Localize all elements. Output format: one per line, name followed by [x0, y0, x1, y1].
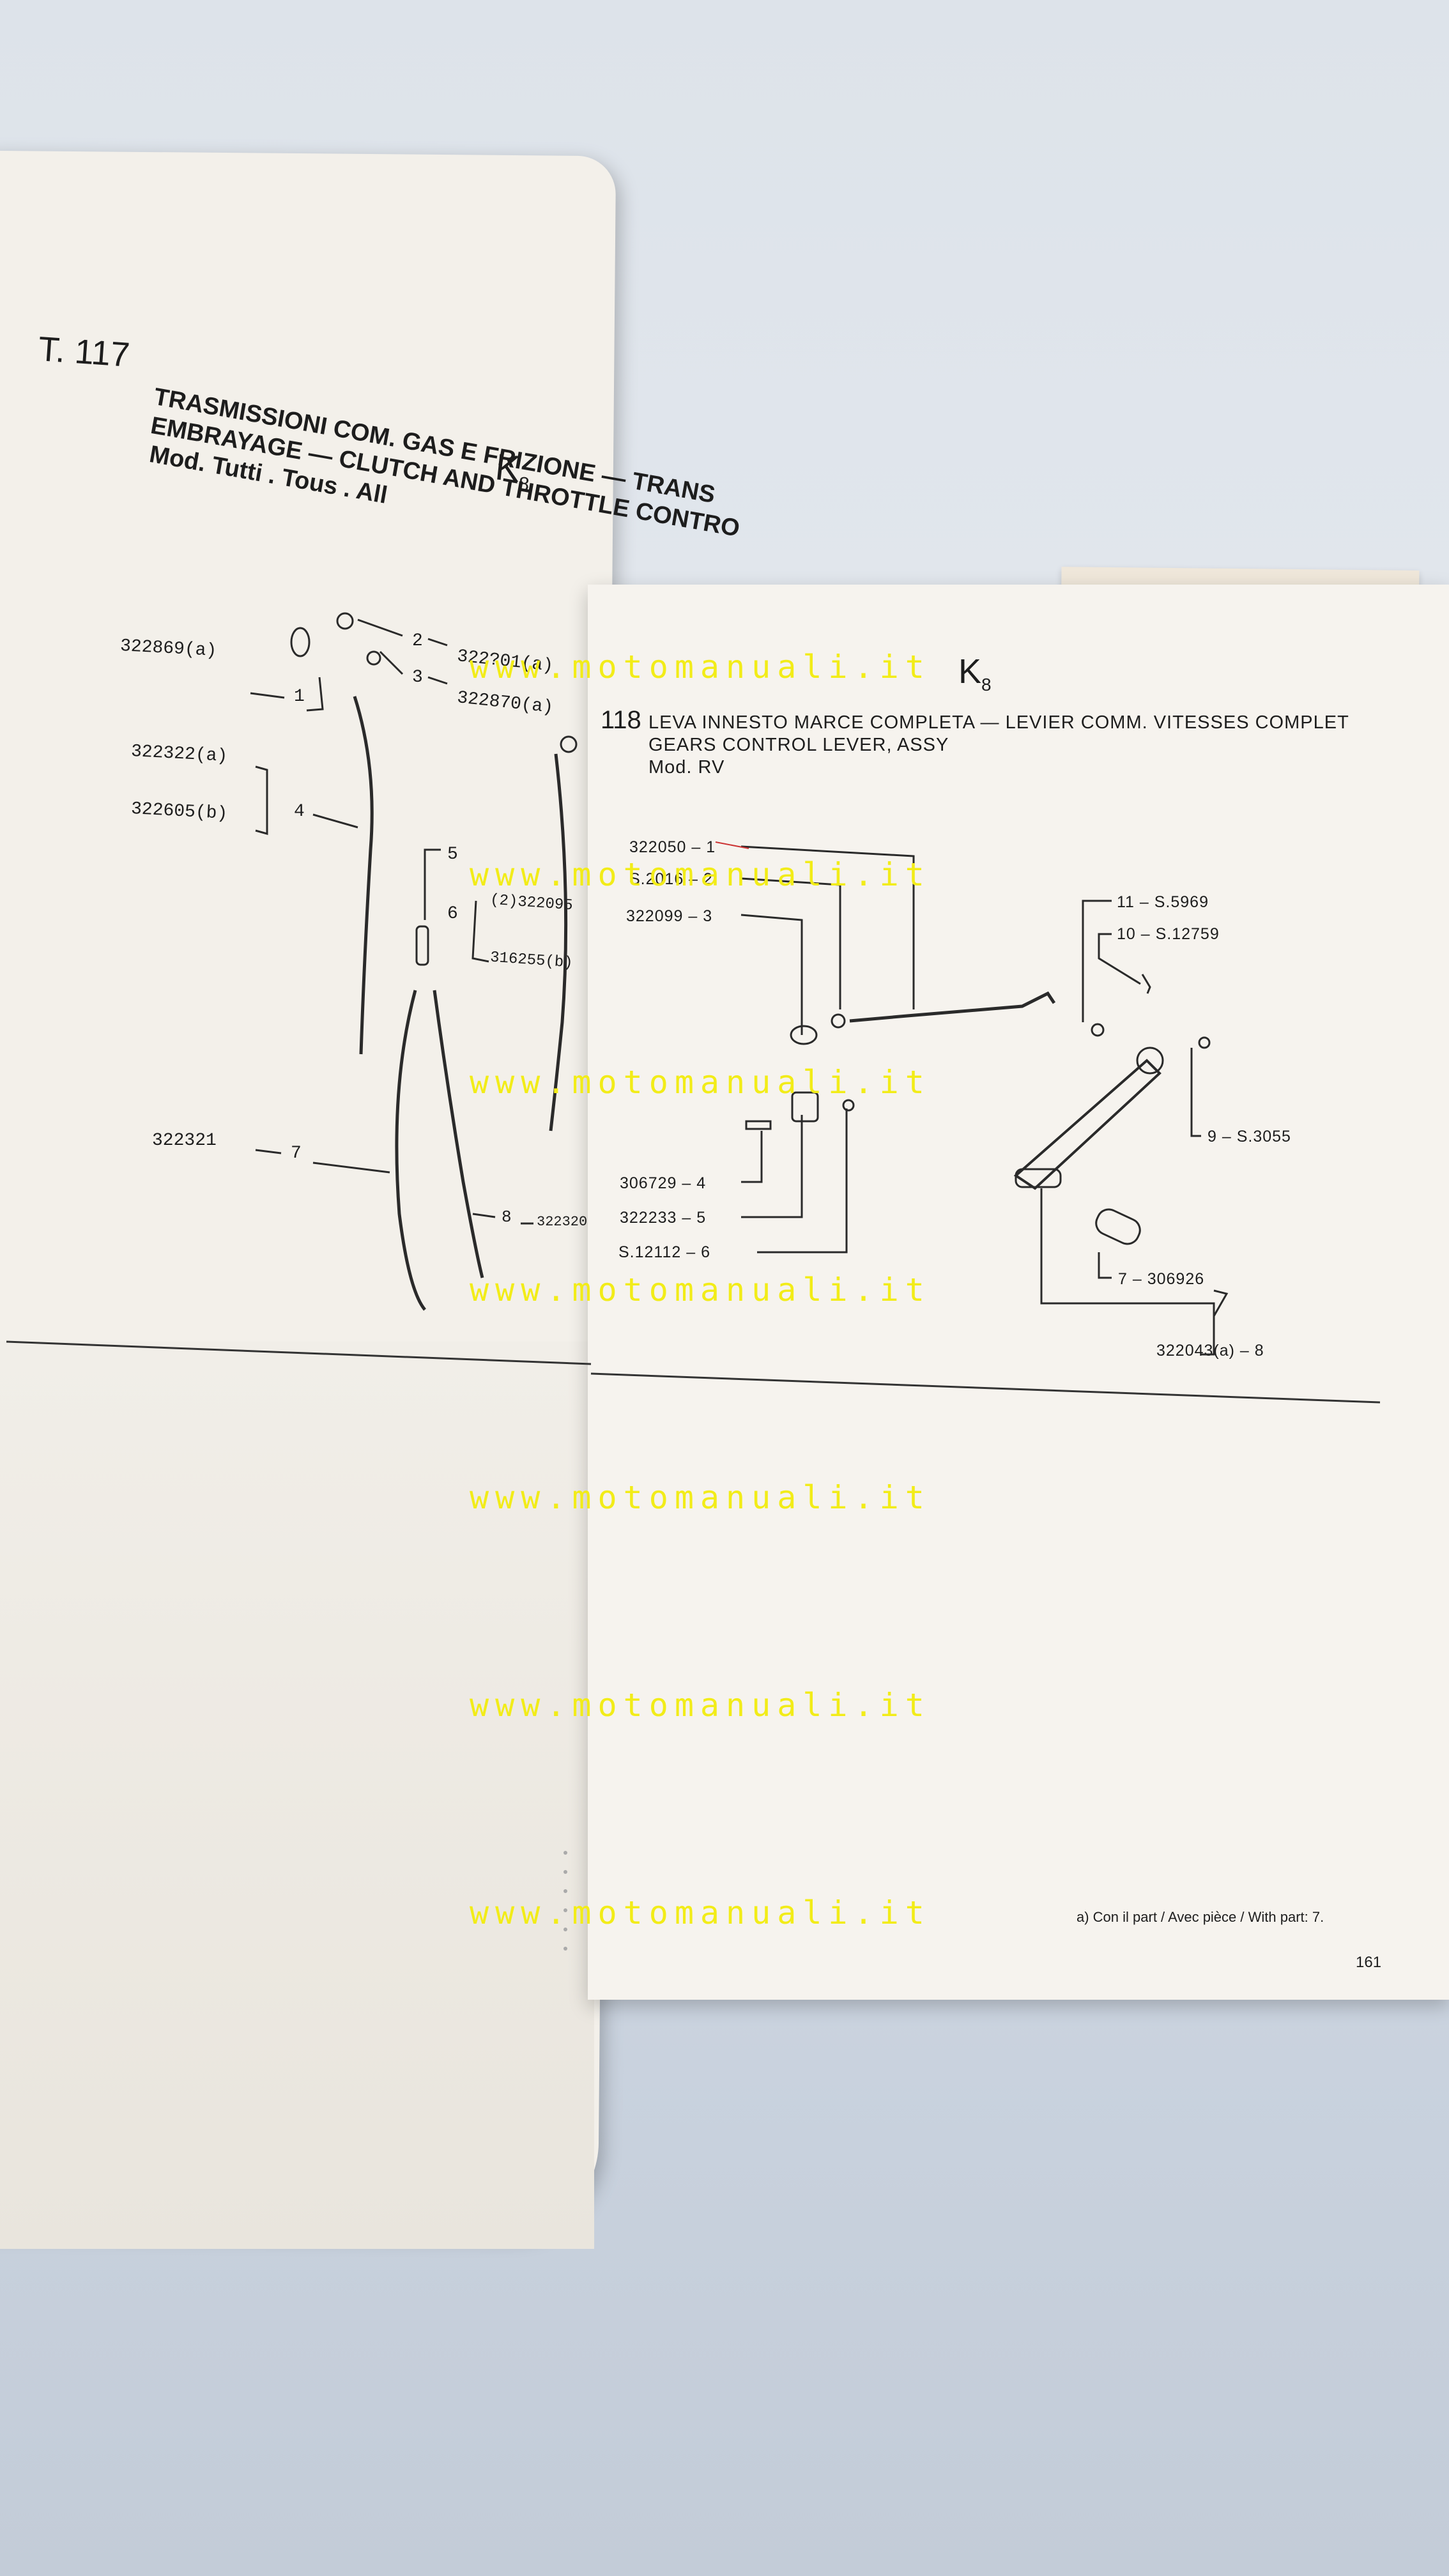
left-page-lower	[0, 1342, 594, 2249]
bracket-1	[306, 677, 324, 712]
leader-r10	[1098, 933, 1141, 985]
nut-2	[831, 1013, 846, 1029]
bracket-5	[791, 1091, 819, 1123]
leader-r4	[741, 1131, 763, 1183]
leader-r3	[740, 914, 803, 1035]
footnote: a) Con il part / Avec pièce / With part:…	[1077, 1909, 1324, 1925]
label-item-5: 5	[447, 845, 458, 864]
part-label-3: 322099 – 3	[626, 907, 713, 925]
watermark-1: www.motomanuali.it	[470, 648, 931, 686]
leader-r8	[1040, 1188, 1215, 1356]
adjuster-5	[415, 925, 429, 966]
label-item-7: 7	[291, 1144, 302, 1163]
part-label-8: 322043(a) – 8	[1156, 1342, 1264, 1360]
watermark-5: www.motomanuali.it	[470, 1479, 931, 1516]
right-table-number: 118	[601, 706, 641, 734]
cable-2	[549, 753, 568, 1131]
cable-1	[353, 696, 374, 1055]
part-label-2: S.2016 – 2	[629, 870, 713, 888]
bracket-4	[255, 765, 268, 835]
right-page	[588, 585, 1449, 2000]
pin-4	[745, 1120, 772, 1130]
bracket-r8	[1213, 1289, 1229, 1317]
page-number: 161	[1356, 1954, 1382, 1971]
label-item-2: 2	[412, 631, 423, 651]
watermark-3: www.motomanuali.it	[470, 1064, 931, 1101]
clip-10	[1141, 974, 1151, 994]
cable-end-1	[290, 627, 310, 657]
leader-3b	[427, 676, 448, 685]
leader-7a	[255, 1149, 282, 1154]
part-label-9: 9 – S.3055	[1208, 1128, 1291, 1146]
right-drawing	[715, 841, 1229, 1356]
bracket-6	[471, 900, 489, 963]
right-title-line2: GEARS CONTROL LEVER, ASSY	[648, 735, 949, 755]
cable-8	[433, 990, 484, 1278]
label-322321: 322321	[152, 1131, 217, 1151]
right-title-line1: LEVA INNESTO MARCE COMPLETA — LEVIER COM…	[648, 712, 1349, 733]
cable-7	[395, 990, 426, 1311]
washer-11	[1091, 1023, 1105, 1037]
leader-1	[250, 692, 285, 699]
label-item-6: 6	[447, 904, 458, 924]
shift-rod	[849, 991, 1056, 1023]
leader-2	[357, 618, 403, 637]
label-item-8: 8	[502, 1208, 512, 1227]
leader-2b	[427, 638, 448, 647]
rubber-7	[1095, 1208, 1141, 1245]
label-item-1: 1	[294, 687, 305, 707]
leader-r2	[740, 877, 841, 1009]
gutter-marks	[564, 1851, 567, 1951]
part-label-1: 322050 – 1	[629, 838, 716, 856]
watermark-2: www.motomanuali.it	[470, 856, 931, 893]
right-title-line3: Mod. RV	[648, 757, 725, 778]
part-label-6: S.12112 – 6	[618, 1243, 710, 1261]
part-label-7: 7 – 306926	[1118, 1270, 1205, 1288]
right-section-sub: 8	[981, 674, 992, 694]
right-divider	[590, 1372, 1381, 1404]
leader-r7	[1098, 1252, 1112, 1279]
red-mark	[715, 841, 749, 849]
cable-end-2	[560, 735, 578, 753]
leader-r11	[1082, 900, 1112, 1022]
leader-r9	[1190, 1048, 1201, 1137]
leader-r5	[741, 1115, 803, 1218]
label-322320: 322320	[537, 1214, 588, 1230]
leader-3	[379, 650, 404, 675]
right-section-letter: K	[958, 652, 982, 691]
label-item-3: 3	[412, 668, 423, 687]
leader-4	[312, 813, 358, 829]
label-item-4: 4	[294, 802, 305, 822]
watermark-6: www.motomanuali.it	[470, 1687, 931, 1724]
leader-7b	[312, 1162, 390, 1174]
lever-peg	[1015, 1168, 1062, 1188]
nut-9	[1198, 1036, 1211, 1049]
watermark-4: www.motomanuali.it	[470, 1271, 931, 1308]
right-section-code: K8	[958, 652, 992, 695]
screw-6	[842, 1099, 855, 1112]
part-label-5: 322233 – 5	[620, 1209, 707, 1227]
nipple-2	[336, 612, 354, 630]
left-divider	[6, 1340, 592, 1365]
leader-r1	[740, 845, 915, 1009]
lever-pivot	[1136, 1046, 1164, 1075]
joint-3	[790, 1025, 818, 1045]
leader-5	[424, 848, 441, 920]
part-label-11: 11 – S.5969	[1117, 893, 1209, 911]
part-label-4: 306729 – 4	[620, 1174, 707, 1192]
left-drawing	[250, 612, 578, 1311]
part-label-10: 10 – S.12759	[1117, 925, 1220, 943]
nipple-3	[366, 650, 381, 666]
shift-lever	[1013, 1059, 1162, 1190]
watermark-7: www.motomanuali.it	[470, 1894, 931, 1931]
leader-8	[472, 1213, 496, 1218]
leader-r6	[757, 1108, 848, 1254]
